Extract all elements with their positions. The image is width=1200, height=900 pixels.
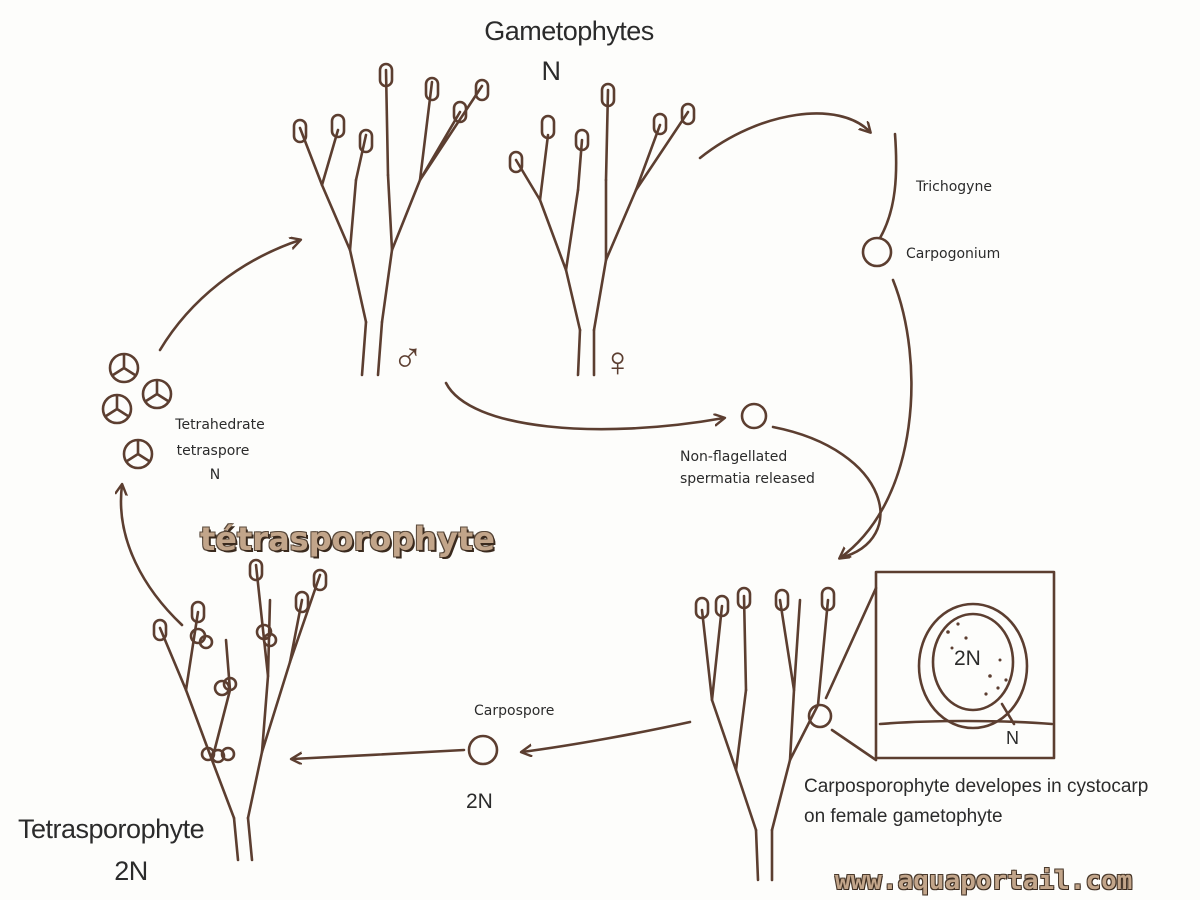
- carpospore-ploidy: 2N: [466, 790, 493, 813]
- carposporophyte-label-line2: on female gametophyte: [804, 806, 1003, 827]
- cystocarp-inset-frame: [874, 570, 1056, 760]
- arrow-tetraspore-to-gametophyte: [158, 240, 300, 352]
- gametophytes-ploidy: N: [541, 56, 562, 86]
- inset-base-line: [878, 719, 1054, 726]
- tetrasporophyte-label: Tetrasporophyte: [18, 814, 205, 844]
- tetrasporophyte-ploidy: 2N: [114, 856, 148, 886]
- spermatium-cell: [740, 402, 768, 430]
- gametophytes-title: Gametophytes: [484, 16, 654, 46]
- cystocarp-outer: [917, 602, 1029, 730]
- arrow-spermatia-to-carposporophyte: [771, 425, 882, 560]
- arrow-carposporophyte-to-carpospore: [522, 720, 692, 752]
- tetrasporophyte-french-title: tétrasporophyte: [200, 520, 495, 558]
- inset-2n-label: 2N: [954, 647, 981, 670]
- carpogonium-label: Carpogonium: [906, 246, 1001, 262]
- tetrasporophyte-plant: [152, 558, 328, 862]
- carpospore-cell: [467, 734, 499, 766]
- cystocarp-inner: [931, 612, 1015, 712]
- tetraspore-label-line2: tetraspore: [176, 443, 250, 459]
- website-watermark: www.aquaportail.com: [835, 866, 1133, 896]
- inset-pointer-lines: [824, 586, 878, 762]
- trichogyne-label: Trichogyne: [916, 179, 992, 195]
- carposporophyte-label-line1: Carposporophyte developes in cystocarp: [804, 776, 1149, 797]
- arrow-carpospore-to-tetrasporophyte: [292, 748, 466, 759]
- arrow-carpogonium-to-cystocarp: [840, 278, 913, 558]
- female-gametophyte: [508, 82, 696, 377]
- spermatia-label-line1: Non-flagellated: [680, 449, 788, 465]
- carpospore-label: Carpospore: [474, 703, 555, 719]
- female-symbol: ♀: [602, 338, 634, 385]
- trichogyne-strand: [878, 132, 898, 240]
- inset-n-pointer: [1000, 702, 1016, 726]
- spermatia-label-line2: spermatia released: [680, 471, 815, 487]
- cystocarp-spores: [946, 622, 1008, 696]
- arrow-male-to-spermatia: [444, 381, 724, 431]
- tetraspore-cluster: [101, 352, 173, 470]
- arrow-tetrasporophyte-to-tetraspore: [121, 485, 184, 627]
- carposporophyte-plant: [694, 586, 836, 882]
- carpogonium-cell: [861, 236, 893, 268]
- male-symbol: ♂: [392, 334, 424, 381]
- tetraspore-label-line1: Tetrahedrate: [175, 417, 265, 433]
- male-gametophyte: [292, 62, 490, 377]
- arrow-to-trichogyne: [698, 112, 870, 160]
- tetraspore-label-line3: N: [209, 467, 221, 483]
- inset-n-label: N: [1006, 728, 1019, 748]
